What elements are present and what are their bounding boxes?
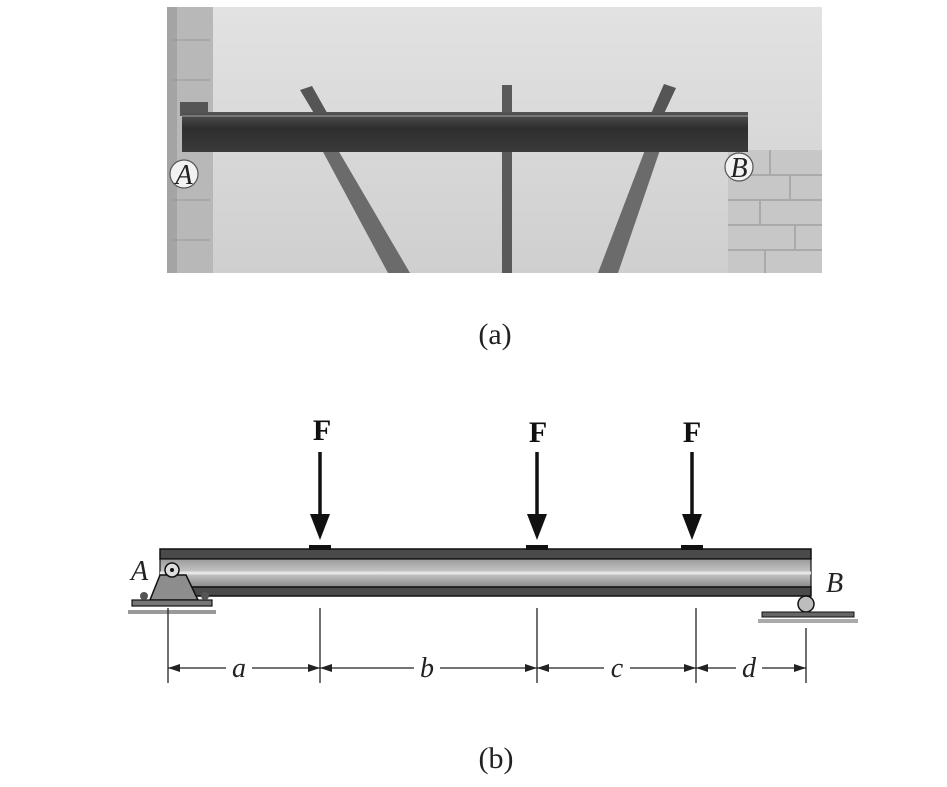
photo-label-a: A	[173, 160, 193, 191]
caption-b: (b)	[478, 742, 514, 775]
photo-label-b: B	[730, 153, 747, 184]
beam	[159, 548, 812, 597]
dimension-arrowheads	[168, 664, 806, 672]
force-label: F	[529, 416, 547, 449]
caption-a: (a)	[478, 318, 512, 351]
force-bearing-plate	[681, 545, 703, 550]
photo-point-b: B	[724, 152, 754, 184]
dimension-label-a: a	[232, 653, 246, 684]
photo-point-a: A	[169, 159, 199, 191]
pin-support-a	[128, 562, 216, 614]
force-3: F	[681, 416, 703, 550]
dimension-lines	[167, 608, 807, 683]
photo-beam	[182, 112, 748, 152]
force-bearing-plate	[526, 545, 548, 550]
force-1: F	[309, 414, 331, 550]
dimension-label-b: b	[420, 653, 434, 684]
force-2: F	[526, 416, 548, 550]
force-bearing-plate	[309, 545, 331, 550]
force-label: F	[313, 414, 331, 447]
support-a-label: A	[129, 556, 149, 587]
beam-diagram: A B F F F	[128, 414, 858, 684]
dimension-label-d: d	[742, 653, 757, 684]
force-arrowhead	[310, 514, 330, 540]
force-arrowhead	[682, 514, 702, 540]
roller-support-b	[758, 595, 858, 623]
force-arrowhead	[527, 514, 547, 540]
support-b-label: B	[826, 568, 843, 599]
dimension-label-c: c	[611, 653, 624, 684]
photo-joists	[300, 84, 676, 273]
photo-panel: A B	[167, 7, 822, 273]
force-label: F	[683, 416, 701, 449]
